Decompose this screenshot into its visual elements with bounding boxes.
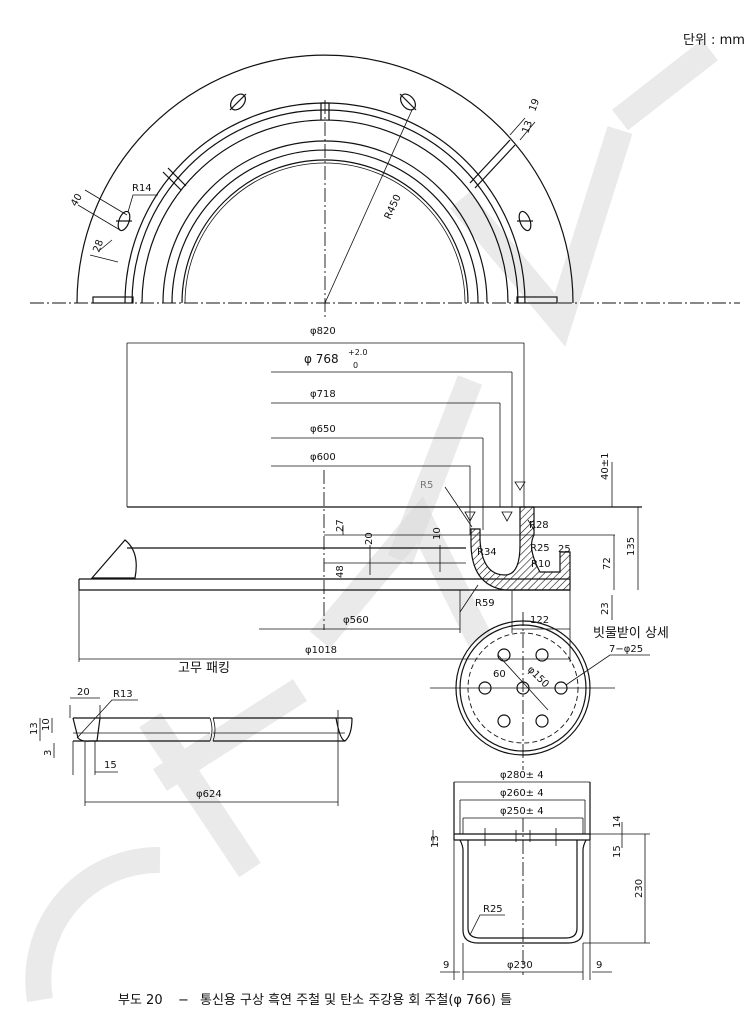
- dimension-label-d260: φ260± 4: [500, 788, 544, 799]
- dimension-label-d1018: φ1018: [305, 645, 337, 656]
- dimension-label-holes: 7−φ25: [609, 644, 643, 655]
- drain-title: 빗물받이 상세: [593, 626, 669, 641]
- dimension-label-d10: 10: [432, 527, 443, 540]
- dimension-label-d768-tol-lower: 0: [353, 361, 358, 370]
- dimension-label-d600: φ600: [310, 452, 336, 463]
- watermark: [25, 39, 718, 1003]
- dimension-label-d19: 19: [527, 97, 542, 113]
- dimension-label-r13: R13: [113, 689, 133, 700]
- dimension-label-d650: φ650: [310, 424, 336, 435]
- unit-label: 단위 : mm: [683, 33, 745, 48]
- dimension-label-d768-tol-upper: +2.0: [348, 348, 367, 357]
- dimension-label-d9-left: 9: [443, 960, 449, 971]
- dimension-label-d14: 14: [612, 815, 623, 828]
- dimension-label-d60: 60: [493, 669, 506, 680]
- dimension-label-d718: φ718: [310, 389, 336, 400]
- plan-view: R450 R14 40 28 19 13: [30, 54, 740, 318]
- dimension-label-d3: 3: [43, 750, 54, 756]
- dimension-label-d25: 25: [558, 544, 571, 555]
- dimension-label-d15: 15: [612, 845, 623, 858]
- dimension-label-d40-1: 40±1: [600, 453, 611, 480]
- dimension-label-d13: 13: [520, 119, 535, 135]
- dimension-label-text: 통신용 구상 흑연 주철 및 탄소 주강용 회 주철(φ 766) 틀: [200, 993, 512, 1008]
- dimension-label-d28: 28: [91, 238, 106, 254]
- gasket-title: 고무 패킹: [178, 661, 230, 676]
- dimension-label-d15: 15: [104, 760, 117, 771]
- dimension-label-r25: R25: [530, 543, 550, 554]
- dimension-label-r59: R59: [475, 598, 495, 609]
- bolt-slot: [517, 210, 533, 232]
- dimension-label-d23: 23: [600, 602, 611, 615]
- dimension-label-d13: 13: [430, 835, 441, 848]
- dimension-label-d820: φ820: [310, 326, 336, 337]
- dimension-label-d20: 20: [77, 687, 90, 698]
- dimension-label-r34: R34: [477, 547, 497, 558]
- dimension-label-d48: 48: [335, 565, 346, 578]
- hatched-section: [470, 506, 571, 591]
- dimension-label-d10: 10: [41, 718, 52, 731]
- dimension-label-r5: R5: [420, 480, 433, 491]
- dimension-label-figure: 부도 20: [118, 993, 163, 1008]
- dimension-label-dash: −: [178, 993, 189, 1008]
- dimension-label-d13: 13: [29, 722, 40, 735]
- dimension-label-d280: φ280± 4: [500, 770, 544, 781]
- bolt-slot: [116, 210, 132, 232]
- figure-caption: 부도 20 − 통신용 구상 흑연 주철 및 탄소 주강용 회 주철(φ 766…: [118, 993, 512, 1008]
- dimension-label-d230: φ230: [507, 960, 533, 971]
- dimension-label-r25: R25: [483, 904, 503, 915]
- dimension-label-d40: 40: [69, 192, 85, 209]
- bolt-slot: [229, 93, 247, 111]
- dimension-label-r450: R450: [383, 193, 404, 221]
- dimension-label-d27: 27: [335, 519, 346, 532]
- dimension-label-d560: φ560: [343, 615, 369, 626]
- bolt-slot: [399, 93, 417, 111]
- drain-detail: 빗물받이 상세 60 φ150 7−φ25 φ280± 4 φ260± 4 φ2…: [430, 612, 669, 980]
- dimension-label-d135: 135: [626, 537, 637, 556]
- dimension-label-r10: R10: [531, 559, 551, 570]
- dimension-label-d230h: 230: [634, 879, 645, 898]
- gasket-detail: 고무 패킹 20 R13 13 10 3 15 φ624: [29, 661, 353, 806]
- dimension-label-d768: φ 768: [304, 352, 339, 366]
- dimension-label-d250: φ250± 4: [500, 806, 544, 817]
- dimension-label-d9-right: 9: [596, 960, 602, 971]
- dimension-label-r14: R14: [132, 183, 152, 194]
- dimension-label-d122: 122: [530, 615, 549, 626]
- section-view: φ820 φ 768 +2.0 0 φ718 φ650 φ600 R5 R28 …: [78, 326, 642, 662]
- dimension-label-r28: R28: [529, 520, 549, 531]
- dimension-label-d72: 72: [602, 557, 613, 570]
- dimension-label-d20: 20: [364, 532, 375, 545]
- dimension-label-d624: φ624: [196, 789, 222, 800]
